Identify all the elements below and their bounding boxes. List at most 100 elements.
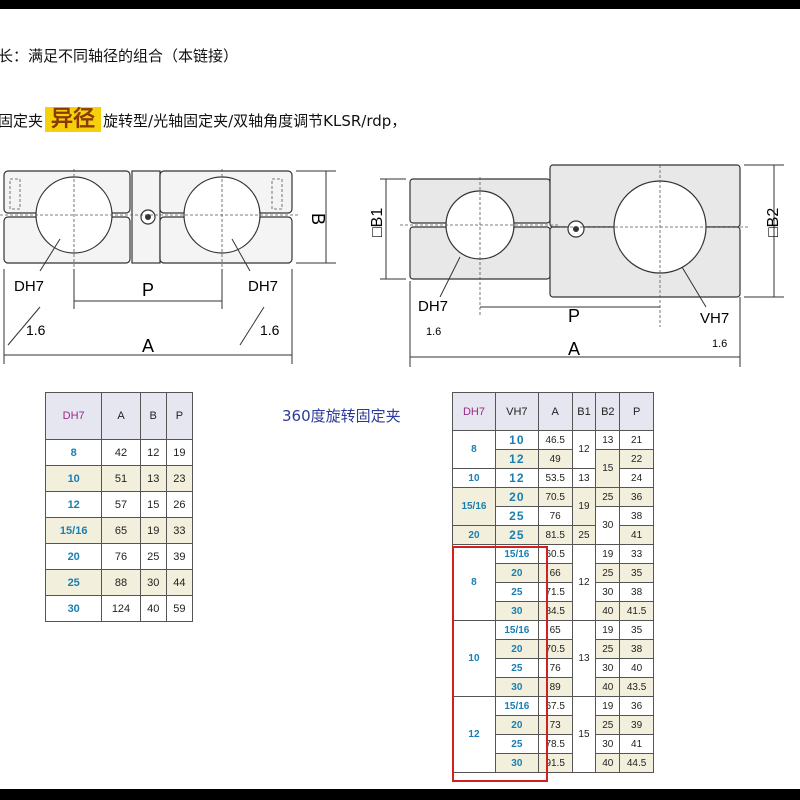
table2-cell-v: 25 xyxy=(494,506,539,526)
table1-cell: 10 xyxy=(44,465,103,492)
table2-cell-p: 33 xyxy=(619,544,654,564)
table2-cell-p: 41.5 xyxy=(619,601,654,621)
table2-cell-v: 15/16 xyxy=(494,544,539,564)
table2-cell-v: 25 xyxy=(494,525,539,545)
table1-cell: 25 xyxy=(44,569,103,596)
dim-a-label-right: A xyxy=(568,339,580,359)
title-prefix: 固定夹 xyxy=(0,112,44,130)
title-highlight: 异径 xyxy=(45,107,102,132)
table1-cell: 15 xyxy=(139,491,167,518)
table2-cell-p: 40 xyxy=(619,658,654,678)
table2-cell-b1: 19 xyxy=(571,487,597,526)
table2-cell-p: 41 xyxy=(619,525,654,545)
page: 长：满足不同轴径的组合（本链接） 固定夹异径旋转型/光轴固定夹/双轴角度调节KL… xyxy=(0,9,800,789)
table2-cell-a: 67.5 xyxy=(537,696,573,716)
table2-cell-b2: 19 xyxy=(595,544,621,564)
table1-cell: 12 xyxy=(44,491,103,518)
table2-cell-v: 10 xyxy=(494,430,539,450)
table2-cell-p: 35 xyxy=(619,620,654,640)
table2-cell-a: 91.5 xyxy=(537,753,573,773)
table2-cell-p: 22 xyxy=(619,449,654,469)
table1-cell: 33 xyxy=(165,517,194,544)
table2-cell-p: 44.5 xyxy=(619,753,654,773)
table2-cell-a: 49 xyxy=(537,449,573,469)
table2-cell-v: 25 xyxy=(494,582,539,602)
table2-cell-a: 70.5 xyxy=(537,487,573,507)
table1-cell: 12 xyxy=(139,439,167,466)
table2-cell-v: 25 xyxy=(494,734,539,754)
title-line: 固定夹异径旋转型/光轴固定夹/双轴角度调节KLSR/rdp， xyxy=(0,101,406,133)
table1-header: A xyxy=(101,392,141,440)
table2-cell-p: 38 xyxy=(619,582,654,602)
table2-cell-b1: 13 xyxy=(571,620,597,697)
table2-header: P xyxy=(619,392,654,431)
table2-cell-d: 10 xyxy=(452,468,496,488)
table1-cell: 51 xyxy=(101,465,141,492)
table2-cell-b1: 15 xyxy=(571,696,597,773)
table2-cell-a: 60.5 xyxy=(537,544,573,564)
table2-cell-v: 25 xyxy=(494,658,539,678)
table2-cell-b2: 15 xyxy=(595,449,621,488)
table2-cell-b1: 25 xyxy=(571,525,597,545)
table2-cell-v: 12 xyxy=(494,468,539,488)
table2-cell-p: 39 xyxy=(619,715,654,735)
table1-cell: 40 xyxy=(139,595,167,622)
table1-cell: 65 xyxy=(101,517,141,544)
right-clamp-drawing: □B1 □B2 P A DH7 VH7 1.6 1.6 xyxy=(369,164,784,367)
table2-cell-d: 8 xyxy=(452,430,496,469)
dim-a-label: A xyxy=(142,336,154,356)
table2-cell-b2: 40 xyxy=(595,753,621,773)
table2-cell-a: 89 xyxy=(537,677,573,697)
table2-cell-a: 46.5 xyxy=(537,430,573,450)
table1-cell: 39 xyxy=(165,543,194,570)
table2-cell-p: 43.5 xyxy=(619,677,654,697)
table2-cell-p: 35 xyxy=(619,563,654,583)
dh7-label-rdrawing: DH7 xyxy=(418,298,448,315)
table1-cell: 57 xyxy=(101,491,141,518)
table2-cell-p: 36 xyxy=(619,696,654,716)
table1-cell: 59 xyxy=(165,595,194,622)
title-suffix: 旋转型/光轴固定夹/双轴角度调节KLSR/rdp， xyxy=(103,112,407,130)
table2-cell-d: 10 xyxy=(452,620,496,697)
table2-cell-b1: 12 xyxy=(571,430,597,469)
table2-cell-b2: 25 xyxy=(595,563,621,583)
table2-cell-b2: 25 xyxy=(595,639,621,659)
dim-b2-label: □B2 xyxy=(765,208,782,237)
table2-cell-a: 66 xyxy=(537,563,573,583)
table2-cell-v: 20 xyxy=(494,563,539,583)
table2-cell-b2: 19 xyxy=(595,620,621,640)
table2-header: B2 xyxy=(595,392,621,431)
table2-cell-v: 20 xyxy=(494,487,539,507)
table2-cell-v: 15/16 xyxy=(494,620,539,640)
table2-cell-p: 21 xyxy=(619,430,654,450)
table2-cell-a: 81.5 xyxy=(537,525,573,545)
table2-cell-p: 38 xyxy=(619,506,654,526)
table2-cell-d: 15/16 xyxy=(452,487,496,526)
roughness-rd-left: 1.6 xyxy=(426,326,441,338)
vh7-label-rdrawing: VH7 xyxy=(700,310,729,327)
table2-cell-a: 76 xyxy=(537,506,573,526)
table2-header: B1 xyxy=(571,392,597,431)
table2-cell-b2: 13 xyxy=(595,430,621,450)
table2-cell-v: 30 xyxy=(494,753,539,773)
dh7-label-right: DH7 xyxy=(248,278,278,295)
table2-header: VH7 xyxy=(494,392,539,431)
table2-cell-v: 12 xyxy=(494,449,539,469)
rotation-clamp-caption: 360度旋转固定夹 xyxy=(282,407,401,425)
intro-line: 长：满足不同轴径的组合（本链接） xyxy=(0,47,239,65)
